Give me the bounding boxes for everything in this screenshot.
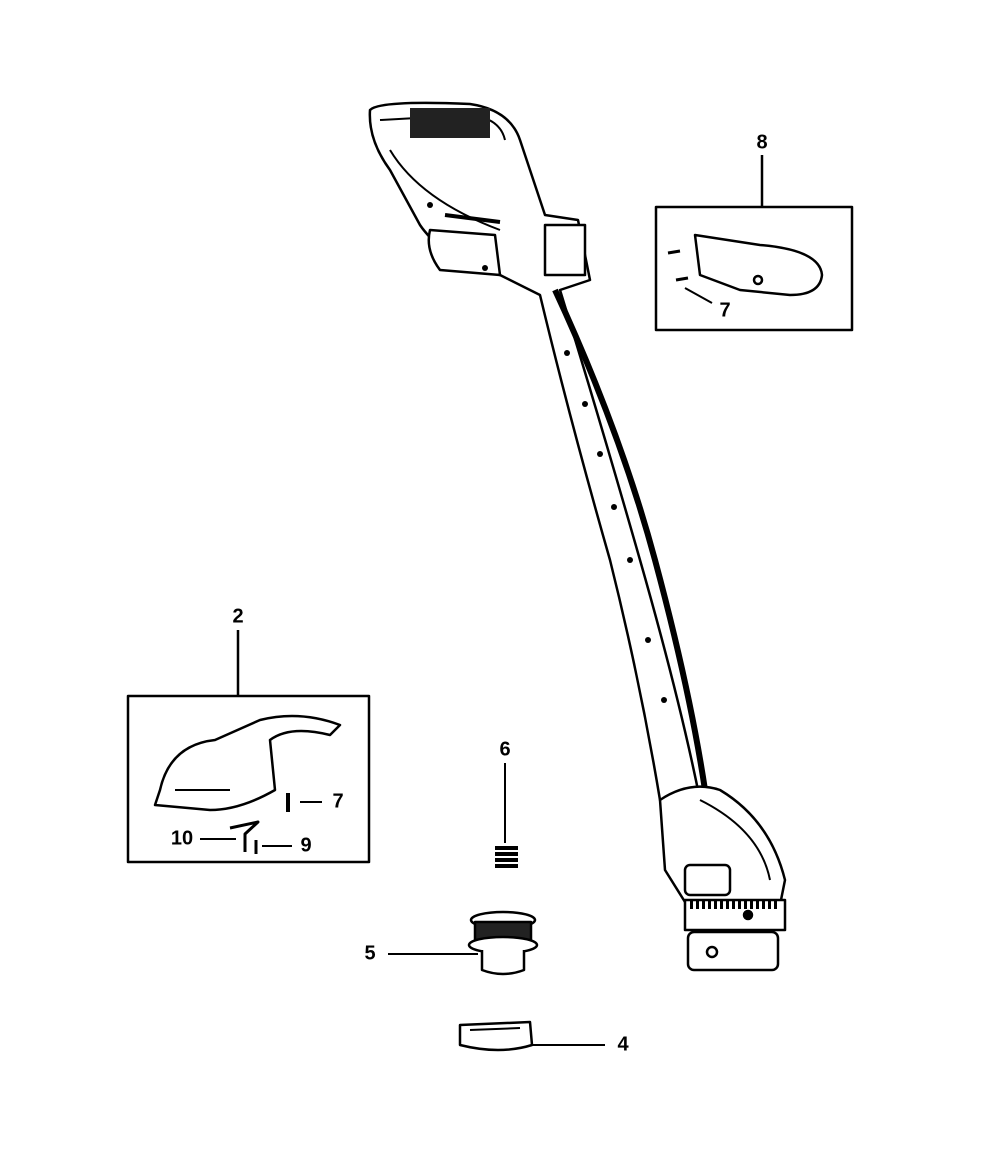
trimmer-body — [368, 101, 708, 802]
callout-9: 9 — [300, 834, 312, 857]
callout-8: 8 — [756, 131, 768, 154]
callout-10: 10 — [170, 827, 194, 850]
part-8-box — [654, 155, 854, 332]
part-2-box — [126, 630, 371, 864]
callout-7-guard: 7 — [332, 790, 344, 813]
callout-5: 5 — [364, 942, 376, 965]
part-5-spool — [388, 910, 539, 976]
callout-7-top: 7 — [719, 299, 731, 322]
part-4-cap — [458, 1020, 605, 1052]
trimmer-head — [658, 785, 787, 972]
callout-2: 2 — [232, 605, 244, 628]
part-6-spring — [495, 763, 518, 868]
callout-4: 4 — [617, 1033, 629, 1056]
callout-6: 6 — [499, 738, 511, 761]
